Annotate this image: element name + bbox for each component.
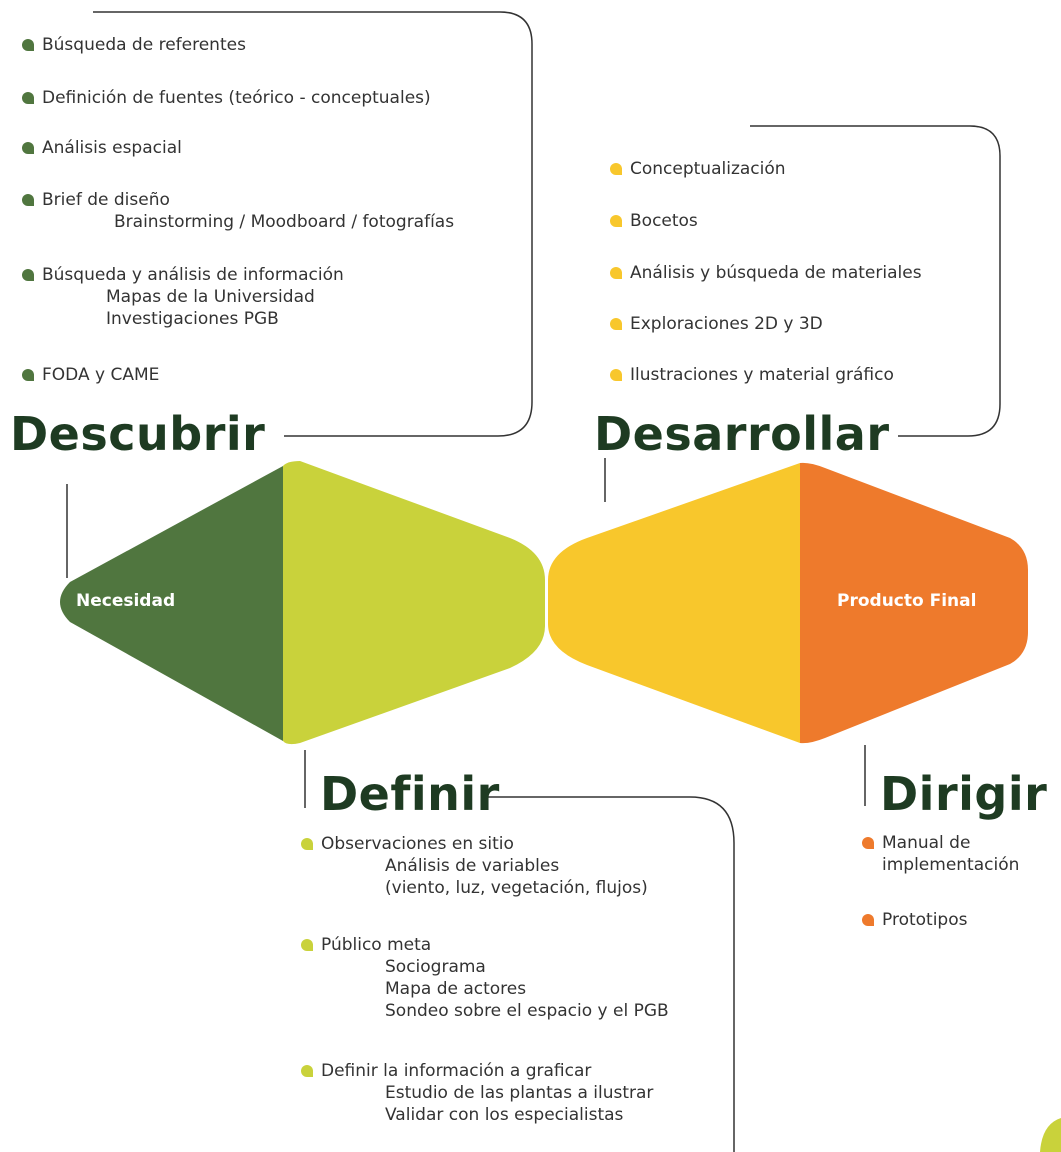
item-label: Exploraciones 2D y 3D [630, 314, 823, 334]
dirigir-item: Prototipos [862, 909, 968, 931]
leaf-bullet-icon [610, 369, 622, 381]
desarrollar-item: Análisis y búsqueda de materiales [610, 262, 922, 284]
leaf-bullet-icon [610, 215, 622, 227]
desarrollar-item: Exploraciones 2D y 3D [610, 313, 823, 335]
item-label: Búsqueda y análisis de información [42, 265, 344, 285]
item-label: Análisis espacial [42, 138, 182, 158]
desarrollar-bracket [750, 125, 1001, 437]
desarrollar-heading: Desarrollar [594, 407, 890, 461]
leaf-bullet-icon [610, 267, 622, 279]
item-label: Búsqueda de referentes [42, 35, 246, 55]
definir-shape [283, 461, 545, 745]
descubrir-item: FODA y CAME [22, 364, 160, 386]
item-sub-label: Estudio de las plantas a ilustrar [385, 1083, 654, 1103]
item-label: Definir la información a graficar [321, 1061, 592, 1081]
producto-final-shape [800, 462, 1028, 744]
desarrollar-shape [548, 463, 800, 743]
leaf-bullet-icon [301, 1065, 313, 1077]
definir-item: Observaciones en sitio Análisis de varia… [301, 833, 648, 899]
descubrir-item: Búsqueda y análisis de información Mapas… [22, 264, 344, 330]
definir-heading: Definir [320, 767, 500, 821]
leaf-bullet-icon [301, 838, 313, 850]
descubrir-item: Búsqueda de referentes [22, 34, 246, 56]
item-label: Conceptualización [630, 159, 786, 179]
item-label: Público meta [321, 935, 432, 955]
producto-final-label: Producto Final [837, 591, 977, 611]
definir-bracket [482, 796, 735, 1152]
leaf-bullet-icon [862, 837, 874, 849]
item-sub-label: Validar con los especialistas [385, 1105, 624, 1125]
item-label: Bocetos [630, 211, 698, 231]
desarrollar-item: Bocetos [610, 210, 698, 232]
item-label: Observaciones en sitio [321, 834, 514, 854]
descubrir-item: Definición de fuentes (teórico - concept… [22, 87, 431, 109]
item-label: Prototipos [882, 910, 968, 930]
leaf-bullet-icon [610, 318, 622, 330]
item-sub-label: implementación [882, 855, 1020, 875]
descubrir-item: Brief de diseño Brainstorming / Moodboar… [22, 189, 455, 233]
item-sub-label: Sondeo sobre el espacio y el PGB [385, 1001, 669, 1021]
leaf-bullet-icon [22, 39, 34, 51]
item-label: Análisis y búsqueda de materiales [630, 263, 922, 283]
item-label: FODA y CAME [42, 365, 160, 385]
leaf-bullet-icon [301, 939, 313, 951]
leaf-bullet-icon [22, 92, 34, 104]
item-label: Manual de [882, 833, 971, 853]
item-label: Brief de diseño [42, 190, 170, 210]
descubrir-bracket [93, 11, 533, 437]
descubrir-heading: Descubrir [10, 407, 266, 461]
necesidad-shape [60, 466, 283, 741]
desarrollar-item: Ilustraciones y material gráfico [610, 364, 894, 386]
leaf-bullet-icon [22, 142, 34, 154]
leaf-bullet-icon [22, 194, 34, 206]
item-sub-label: Brainstorming / Moodboard / fotografías [114, 212, 455, 232]
definir-item: Público meta Sociograma Mapa de actores … [301, 934, 669, 1022]
dirigir-item: Manual de implementación [862, 832, 1020, 876]
corner-leaf-decoration [1040, 1118, 1061, 1152]
necesidad-label: Necesidad [76, 591, 176, 611]
leaf-bullet-icon [22, 269, 34, 281]
item-label: Ilustraciones y material gráfico [630, 365, 894, 385]
leaf-bullet-icon [862, 914, 874, 926]
leaf-bullet-icon [22, 369, 34, 381]
item-sub-label: (viento, luz, vegetación, flujos) [385, 878, 648, 898]
descubrir-item: Análisis espacial [22, 137, 182, 159]
item-label: Definición de fuentes (teórico - concept… [42, 88, 431, 108]
definir-item: Definir la información a graficar Estudi… [301, 1060, 654, 1126]
dirigir-heading: Dirigir [880, 767, 1048, 821]
item-sub-label: Sociograma [385, 957, 486, 977]
item-sub-label: Mapa de actores [385, 979, 527, 999]
item-sub-label: Mapas de la Universidad [106, 287, 315, 307]
item-sub-label: Investigaciones PGB [106, 309, 279, 329]
leaf-bullet-icon [610, 163, 622, 175]
item-sub-label: Análisis de variables [385, 856, 560, 876]
desarrollar-item: Conceptualización [610, 158, 786, 180]
